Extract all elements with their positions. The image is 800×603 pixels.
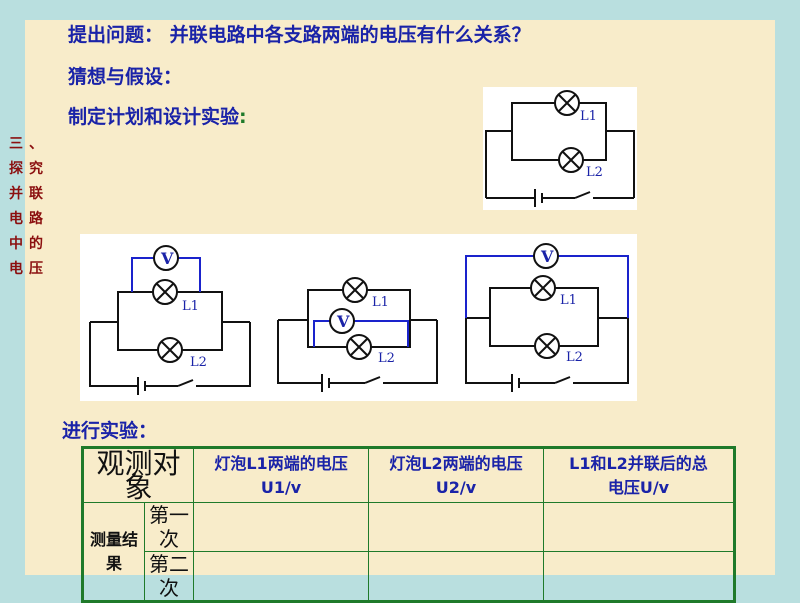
voltmeter-label: V [160,249,174,268]
side-title: 三、探究并联电路中的电压 [9,136,49,277]
lamp-label: L1 [182,299,199,314]
lamp-cross [558,94,576,112]
lamp-cross [534,279,552,297]
voltmeter-icon [153,245,179,271]
wire [573,318,629,384]
group-label: 测量结果 [82,502,145,602]
switch-icon [364,376,381,384]
cell [368,502,544,552]
wire [465,318,512,384]
wire [383,320,438,384]
wire [196,322,251,387]
header-object: 观测对象 [81,447,195,503]
header-u2: 灯泡L2两端的电压U2/v [368,447,544,503]
lamp-cross [350,338,368,356]
cell [542,551,736,602]
voltmeter-icon [533,243,559,269]
lamp-cross [562,151,580,169]
switch-icon [574,191,591,199]
cell [193,551,370,602]
row-second: 第二次 [143,551,195,602]
wire [606,130,635,198]
wire [89,322,138,387]
header-u: L1和L2并联后的总电压U/v [542,447,736,503]
plan-text: 制定计划和设计实验: [68,106,247,128]
wire [485,130,512,198]
lamp-label: L2 [190,355,207,370]
voltmeter-label: V [336,312,350,331]
lamp-label: L1 [372,295,389,310]
lamp-label: L2 [586,165,603,180]
lamp-cross [156,283,174,301]
wire [277,320,322,384]
cell [542,502,736,552]
lamp-label: L2 [378,351,395,366]
lamp-label: L2 [566,350,583,365]
lamp-cross [346,281,364,299]
lamp-label: L1 [560,293,577,308]
switch-icon [177,379,194,387]
cell [368,551,544,602]
lamp-cross [538,337,556,355]
header-u1: 灯泡L1两端的电压U1/v [193,447,370,503]
wire [313,320,409,347]
voltmeter-icon [329,308,355,334]
lamp-label: L1 [580,109,597,124]
hypothesis-text: 猜想与假设： [68,66,183,88]
cell [193,502,370,552]
lamp-cross [161,341,179,359]
switch-icon [554,376,571,384]
experiment-text: 进行实验： [62,420,158,442]
row-first: 第一次 [143,502,195,552]
voltmeter-label: V [540,247,554,266]
question-text: 提出问题： 并联电路中各支路两端的电压有什么关系？ [68,24,531,46]
